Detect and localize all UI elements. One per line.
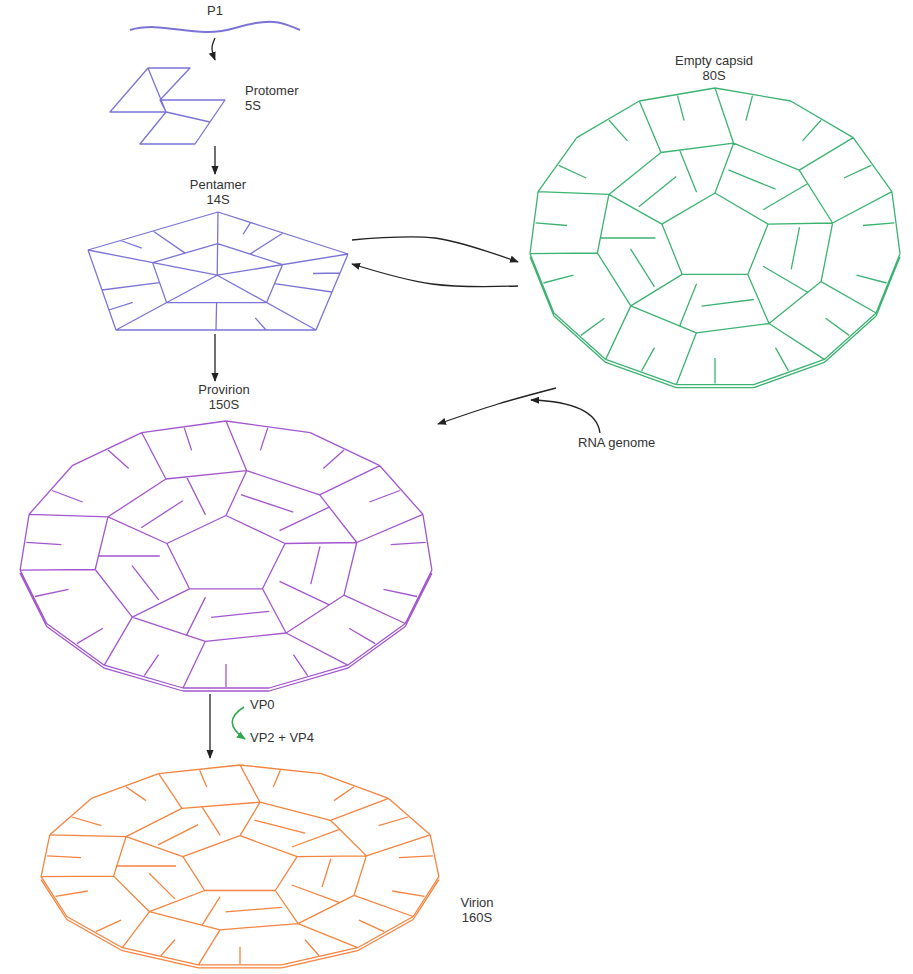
capsid-outline xyxy=(16,381,438,694)
pentamer-node: Pentamer 14S xyxy=(85,174,352,334)
capsid-outline xyxy=(518,52,906,388)
capsid-drawing xyxy=(41,765,439,968)
stage-label: Provirion 150S xyxy=(188,383,260,413)
assembly-arrow xyxy=(212,38,215,60)
stage-label: P1 xyxy=(195,4,235,19)
protomer-node: Protomer 5S xyxy=(108,60,330,146)
capsid-outline xyxy=(38,758,540,970)
assembly-arrow xyxy=(214,146,215,174)
stage-label: Protomer 5S xyxy=(245,84,317,114)
assembly-arrow xyxy=(214,334,215,381)
capsid-node: Provirion 150S xyxy=(16,381,438,694)
assembly-arrow xyxy=(352,237,518,262)
wave-drawing xyxy=(130,22,300,32)
stage-label: Pentamer 14S xyxy=(183,178,253,208)
protomer-drawing xyxy=(110,68,225,144)
protomer-outline xyxy=(108,60,330,146)
assembly-arrow xyxy=(438,388,556,424)
assembly-arrow xyxy=(209,694,210,758)
capsid-drawing xyxy=(20,421,432,691)
genome-label: RNA genome xyxy=(578,436,698,451)
cleavage-arrow xyxy=(232,707,245,739)
stage-label: Empty capsid 80S xyxy=(668,54,760,84)
assembly-arrow xyxy=(352,264,518,286)
capsid-node: Empty capsid 80S xyxy=(518,52,906,388)
wave-node: P1 xyxy=(128,4,302,38)
protein-label: VP2 + VP4 xyxy=(250,731,350,746)
stage-label: Virion 160S xyxy=(446,896,508,926)
pentamer-drawing xyxy=(88,212,348,330)
protein-label: VP0 xyxy=(250,698,310,713)
capsid-drawing xyxy=(530,88,900,388)
capsid-node: Virion 160S xyxy=(38,758,540,970)
genome-arrow xyxy=(531,400,600,433)
